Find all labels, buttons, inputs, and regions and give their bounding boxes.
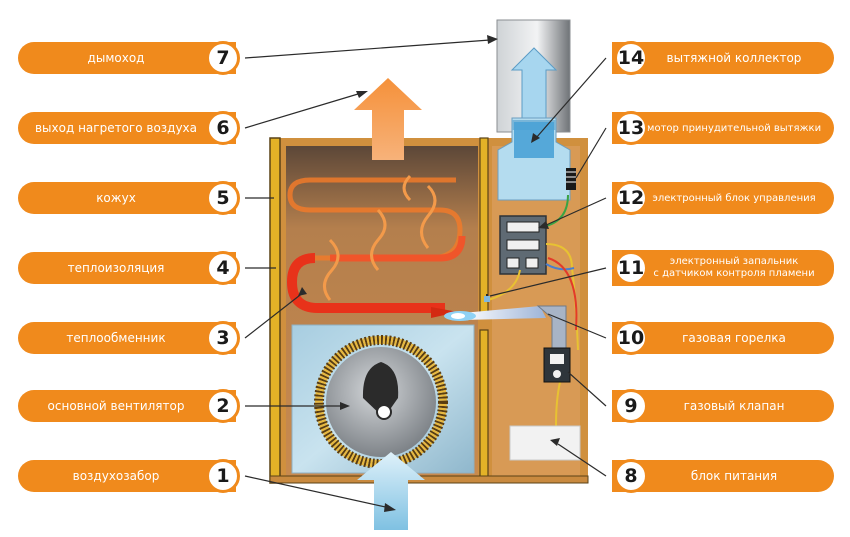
number-badge: 12 [614, 181, 648, 215]
number-badge: 5 [206, 181, 240, 215]
leader-arrowheads [298, 35, 560, 512]
label-exhaust-motor: мотор принудительной вытяжки [612, 112, 834, 144]
number-badge: 2 [206, 389, 240, 423]
label-text: электронный блок управления [652, 192, 816, 204]
hot-air-outlet-arrow [354, 78, 422, 160]
power-supply [509, 425, 581, 461]
air-inlet-arrow [357, 452, 425, 530]
label-text: выход нагретого воздуха [34, 121, 198, 135]
label-text: теплообменник [66, 331, 166, 345]
label-gas-burner: газовая горелка [612, 322, 834, 354]
heat-exchanger [286, 177, 466, 318]
label-air-intake: воздухозабор [18, 460, 236, 492]
label-power-supply: блок питания [612, 460, 834, 492]
label-text: дымоход [87, 51, 145, 65]
label-chimney: дымоход [18, 42, 236, 74]
label-text: мотор принудительной вытяжки [646, 122, 822, 134]
label-casing: кожух [18, 182, 236, 214]
number-badge: 13 [614, 111, 648, 145]
label-igniter: электронный запальник с датчиком контрол… [612, 250, 834, 286]
label-text: газовая горелка [682, 331, 786, 345]
number-badge: 4 [206, 251, 240, 285]
number-badge: 14 [614, 41, 648, 75]
label-text: теплоизоляция [67, 261, 165, 275]
leader-lines [244, 39, 607, 509]
label-text: блок питания [690, 469, 778, 483]
number-badge: 8 [614, 459, 648, 493]
label-text-line1: электронный запальник [669, 256, 799, 267]
label-gas-valve: газовый клапан [612, 390, 834, 422]
label-text: основной вентилятор [47, 399, 185, 413]
number-badge: 11 [614, 251, 648, 285]
label-insulation: теплоизоляция [18, 252, 236, 284]
control-unit [499, 215, 547, 275]
label-control-unit: электронный блок управления [612, 182, 834, 214]
gas-valve [543, 347, 571, 383]
label-text: кожух [96, 191, 136, 205]
flue-pipe [496, 19, 571, 133]
number-badge: 6 [206, 111, 240, 145]
label-main-fan: основной вентилятор [18, 390, 236, 422]
exhaust-motor [566, 168, 576, 190]
number-badge: 9 [614, 389, 648, 423]
label-hot-air-outlet: выход нагретого воздуха [18, 112, 236, 144]
label-heat-exchanger: теплообменник [18, 322, 236, 354]
wires [487, 194, 579, 427]
label-text: газовый клапан [683, 399, 785, 413]
heat-swirls [323, 174, 437, 301]
number-badge: 1 [206, 459, 240, 493]
number-badge: 10 [614, 321, 648, 355]
label-text-line2: с датчиком контроля пламени [653, 268, 815, 279]
label-text: вытяжной коллектор [666, 51, 802, 65]
igniter [484, 294, 490, 302]
label-exhaust-collector: вытяжной коллектор [612, 42, 834, 74]
label-text: воздухозабор [72, 469, 160, 483]
number-badge: 3 [206, 321, 240, 355]
main-fan [314, 335, 448, 469]
number-badge: 7 [206, 41, 240, 75]
